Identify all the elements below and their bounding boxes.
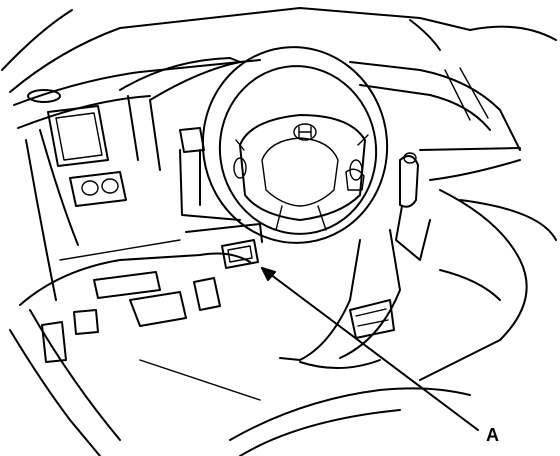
pedals xyxy=(41,277,221,363)
instrument-cluster xyxy=(119,57,241,171)
callout-leader-line xyxy=(261,267,479,431)
dlc-connector-icon xyxy=(185,223,263,269)
steering-column xyxy=(179,127,401,361)
steering-wheel-icon xyxy=(201,46,389,244)
dashboard-top xyxy=(13,59,521,181)
windshield-frame xyxy=(1,7,557,93)
floor-lines xyxy=(9,309,261,456)
callout-label-a: A xyxy=(486,425,499,445)
center-console xyxy=(299,152,431,369)
honda-h-logo-icon xyxy=(293,123,317,141)
left-vent-panel xyxy=(25,89,127,301)
lower-dash-panel xyxy=(19,239,251,306)
right-seat-outline xyxy=(229,189,557,456)
